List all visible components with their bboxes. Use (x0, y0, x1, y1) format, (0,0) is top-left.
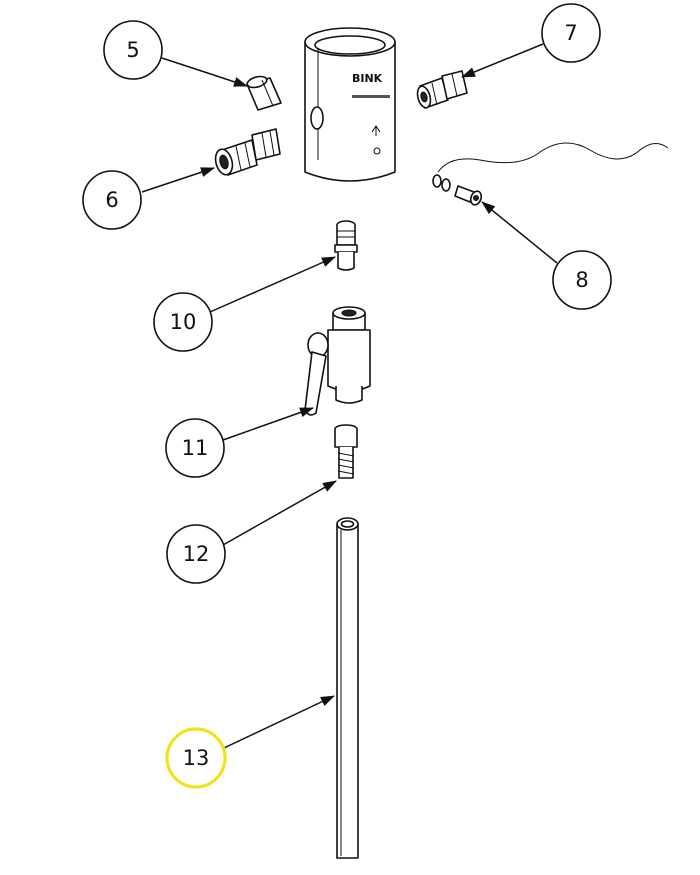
leader-11 (222, 407, 314, 441)
callout-10: 10 (153, 292, 213, 352)
callout-label: 8 (575, 268, 588, 292)
callout-label: 7 (564, 21, 577, 45)
part-11-ball-valve (304, 306, 371, 416)
leader-10 (209, 256, 336, 313)
main-body-part: BINK (304, 27, 396, 182)
callout-label: 10 (170, 310, 197, 334)
leader-5 (161, 57, 248, 87)
callout-13: 13 (165, 727, 227, 789)
part-6-fitting (214, 128, 281, 176)
leader-lines (141, 43, 558, 749)
part-12-hose-barb (334, 424, 358, 479)
part-7-fitting (416, 70, 468, 109)
callout-5: 5 (103, 20, 163, 80)
callout-8: 8 (552, 250, 612, 310)
part-5-cap (246, 75, 282, 111)
callout-label: 13 (183, 746, 210, 770)
leader-8 (481, 201, 558, 264)
callout-label: 11 (182, 436, 209, 460)
callout-7: 7 (541, 3, 601, 63)
part-13-tube (336, 517, 359, 859)
part-10-nipple (334, 220, 358, 271)
brand-label: BINK (352, 72, 383, 85)
callout-11: 11 (165, 418, 225, 478)
callout-label: 6 (105, 188, 118, 212)
leader-6 (141, 167, 215, 193)
leader-7 (461, 43, 544, 78)
callout-6: 6 (82, 170, 142, 230)
leader-12 (222, 480, 337, 546)
leader-13 (223, 695, 335, 749)
callout-12: 12 (166, 524, 226, 584)
callout-label: 12 (183, 542, 210, 566)
callout-label: 5 (126, 38, 139, 62)
part-8-screw-wire (432, 142, 669, 206)
